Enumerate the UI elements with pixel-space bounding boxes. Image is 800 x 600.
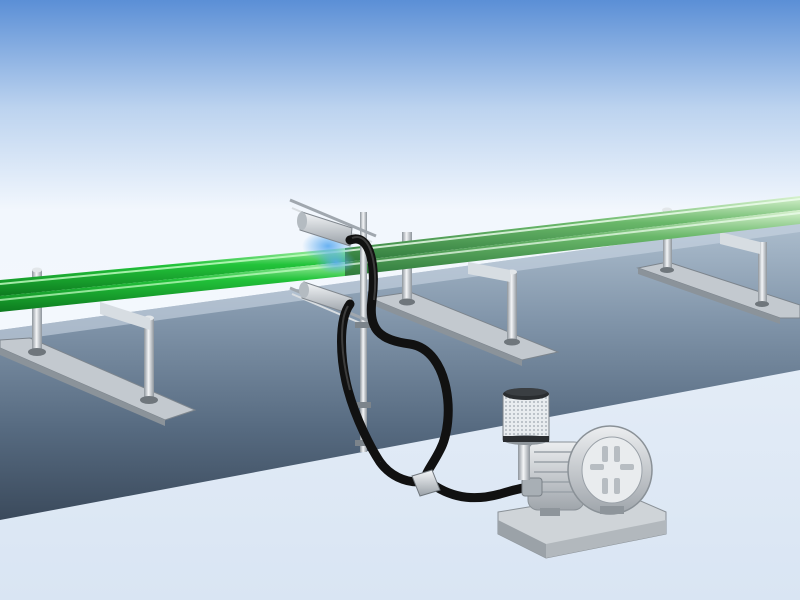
y-connector [411,469,441,497]
pipe-support-left [0,267,197,426]
air-knife-upper [297,211,353,247]
pipes-dry-section [344,196,800,276]
air-stream-lower [316,250,356,274]
pipe-support-right [636,207,800,324]
air-knife-lower [299,281,353,315]
blower-unit [497,425,667,559]
conveyor-belt [0,220,800,520]
pipes-wet-section [0,248,346,312]
belt-edge [0,220,800,342]
inlet-filter [502,388,550,445]
